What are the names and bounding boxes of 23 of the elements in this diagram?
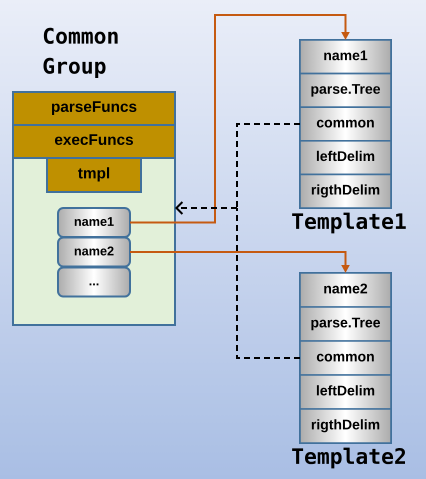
table-cell: parse.Tree [299, 72, 392, 108]
template-heading: Template1 [292, 212, 406, 234]
table-cell: leftDelim [299, 140, 392, 176]
table-cell: name2 [299, 272, 392, 308]
table-cell: leftDelim [299, 374, 392, 410]
table-cell: rigthDelim [299, 408, 392, 444]
table-cell: rigthDelim [299, 174, 392, 209]
table-cell: common [299, 106, 392, 142]
template-heading: Template2 [292, 448, 405, 468]
label-box: tmpl [46, 157, 142, 193]
table-cell: name1 [299, 39, 392, 74]
label-band: parseFuncs [12, 91, 176, 126]
rounded-box: name2 [57, 236, 131, 268]
arrow [130, 14, 350, 224]
dashed-line [236, 208, 300, 359]
rounded-box: ... [57, 266, 131, 298]
rounded-box: name1 [57, 207, 131, 238]
table-cell: common [299, 340, 392, 376]
label-band: execFuncs [12, 124, 176, 159]
dashed-line [236, 123, 300, 208]
dashed-arrow [175, 201, 237, 215]
group-heading: Common Group [43, 28, 118, 78]
table-cell: parse.Tree [299, 306, 392, 342]
